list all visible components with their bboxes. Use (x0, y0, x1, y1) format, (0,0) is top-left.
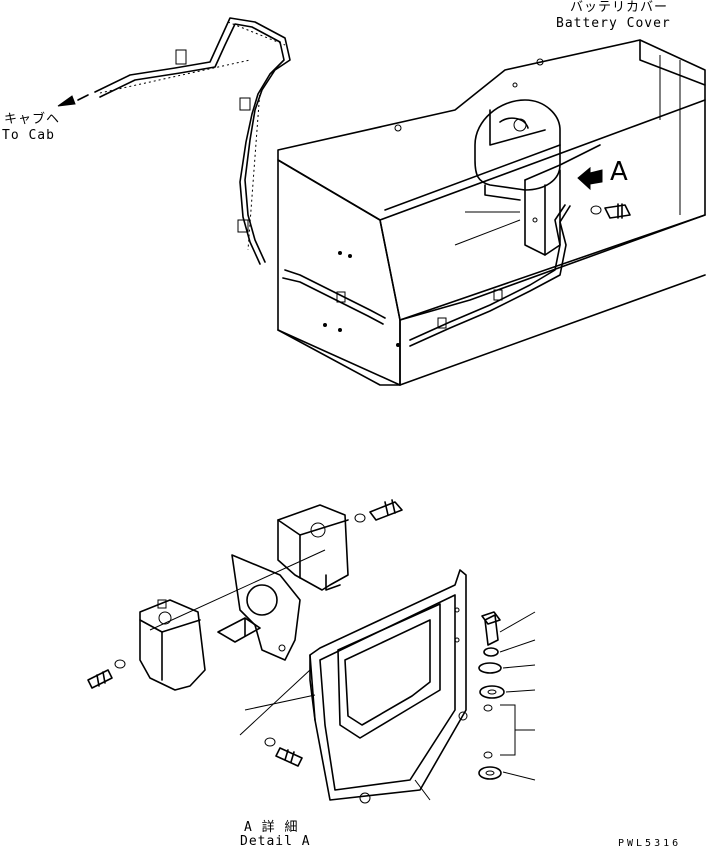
bolt-left-detail (87, 659, 126, 689)
small-bolt-bottom (264, 737, 303, 767)
bracket-installed (524, 144, 601, 256)
detail-label-en: Detail A (240, 834, 311, 849)
to-cab-label-jp: キャブヘ (4, 112, 61, 127)
battery-box-assembly (277, 39, 706, 386)
view-letter-a: A (610, 157, 628, 187)
washer-tank-front (139, 599, 206, 691)
assembly-centerline (149, 549, 326, 631)
detail-label-jp: A 詳 細 (244, 820, 299, 835)
bracket-detail (217, 554, 301, 661)
washer-tank-rear (277, 504, 349, 591)
battery-cover-label-jp: バッテリカバー (570, 0, 669, 15)
hardware-stack (478, 611, 536, 781)
leader-lines (239, 669, 431, 801)
to-cab-label-en: To Cab (2, 128, 55, 143)
mounting-plate (309, 569, 468, 804)
washer-tank-installed (474, 99, 561, 201)
bolt-upper (590, 203, 631, 219)
view-arrow (577, 166, 603, 191)
drawing-code: PWL5316 (618, 838, 682, 849)
wire-harness (57, 17, 571, 347)
bolt-top-detail (354, 499, 403, 523)
battery-cover-label-en: Battery Cover (556, 16, 671, 31)
